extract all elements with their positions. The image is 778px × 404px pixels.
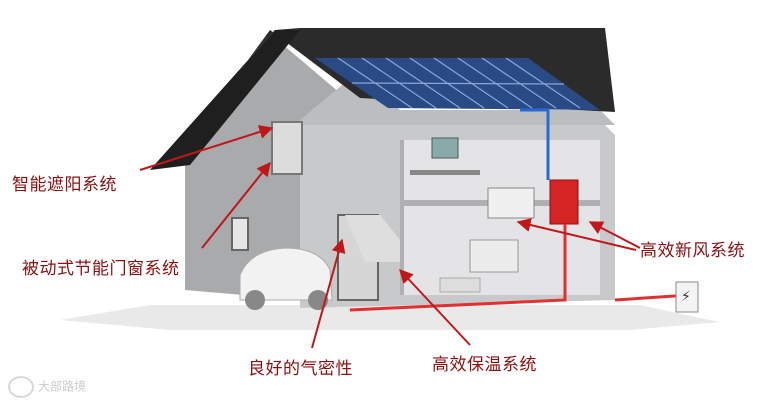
- attic-window: [271, 121, 303, 175]
- label-insulation: 高效保温系统: [432, 355, 537, 375]
- computer-monitor: [431, 137, 459, 159]
- grid-meter-box: [675, 281, 699, 313]
- label-airtight: 良好的气密性: [248, 359, 353, 379]
- watermark-text: 大部路境: [38, 379, 87, 394]
- arrow-sunshade: [139, 125, 274, 171]
- arrow-ventilation-1: [516, 218, 637, 251]
- inverter-box: [549, 179, 579, 225]
- power-tower-icon: ⚡: [681, 289, 691, 305]
- arrow-airtight: [311, 238, 346, 349]
- desk: [410, 170, 480, 175]
- red-pipe: [349, 224, 567, 312]
- arrow-passive-window: [201, 161, 271, 249]
- side-window: [231, 217, 249, 251]
- roof-edge: [150, 30, 300, 170]
- label-ventilation: 高效新风系统: [640, 241, 745, 261]
- arrow-insulation: [399, 268, 471, 346]
- stairs: [345, 215, 400, 262]
- watermark: 大部路境: [8, 376, 86, 398]
- label-sunshade: 智能遮阳系统: [12, 175, 117, 195]
- arrow-ventilation-2: [588, 221, 641, 249]
- watermark-logo-icon: [8, 376, 34, 398]
- label-passive-window: 被动式节能门窗系统: [22, 259, 180, 279]
- ground-shadow: [60, 305, 720, 330]
- blue-pipe: [520, 108, 550, 180]
- tv: [469, 239, 519, 273]
- solar-panel-array: [315, 57, 600, 110]
- electric-car: [239, 247, 333, 310]
- sofa: [439, 277, 481, 293]
- ventilation-unit: [487, 187, 535, 219]
